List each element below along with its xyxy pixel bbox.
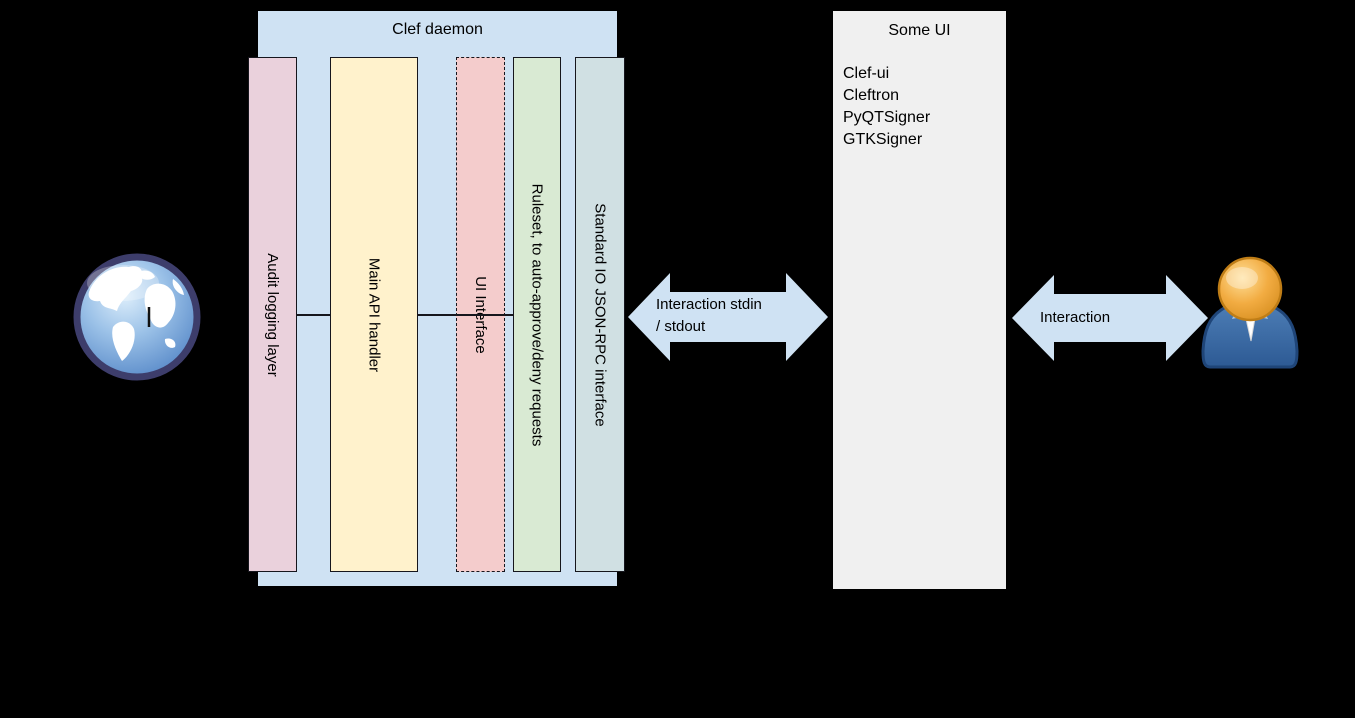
arrow-stdio xyxy=(628,273,828,361)
user-icon xyxy=(1201,256,1299,369)
clef-daemon-box xyxy=(257,10,618,587)
arrow-stdio-label: Interaction stdin / stdout xyxy=(656,294,762,338)
column-stdio-json-rpc: Standard IO JSON-RPC interface xyxy=(575,57,625,572)
connector-line-audit-to-api xyxy=(297,314,330,316)
some-ui-item: GTKSigner xyxy=(843,131,923,148)
column-stdio-json-rpc-label: Standard IO JSON-RPC interface xyxy=(591,202,609,427)
arrow-stdio-label-line1: Interaction stdin xyxy=(656,296,762,313)
some-ui-title: Some UI xyxy=(888,22,951,39)
column-ruleset-label: Ruleset, to auto-approve/deny requests xyxy=(528,183,546,446)
connector-line-api-to-ruleset xyxy=(418,314,513,316)
globe-icon xyxy=(73,253,201,381)
arrow-stdio-label-line2: / stdout xyxy=(656,318,706,335)
column-audit-logging: Audit logging layer xyxy=(248,57,297,572)
arrow-interaction xyxy=(1012,275,1208,361)
some-ui-item: Clef-ui xyxy=(843,65,890,82)
some-ui-item: PyQTSigner xyxy=(843,109,931,126)
column-ruleset: Ruleset, to auto-approve/deny requests xyxy=(513,57,561,572)
some-ui-list: Clef-ui Cleftron PyQTSigner GTKSigner xyxy=(843,63,1003,151)
column-main-api-handler: Main API handler xyxy=(330,57,418,572)
clef-daemon-title: Clef daemon xyxy=(392,21,483,38)
some-ui-item: Cleftron xyxy=(843,87,900,104)
column-main-api-handler-label: Main API handler xyxy=(365,257,383,372)
some-ui-box xyxy=(832,10,1007,590)
arrow-interaction-label: Interaction xyxy=(1040,309,1111,326)
column-audit-logging-label: Audit logging layer xyxy=(264,252,281,377)
